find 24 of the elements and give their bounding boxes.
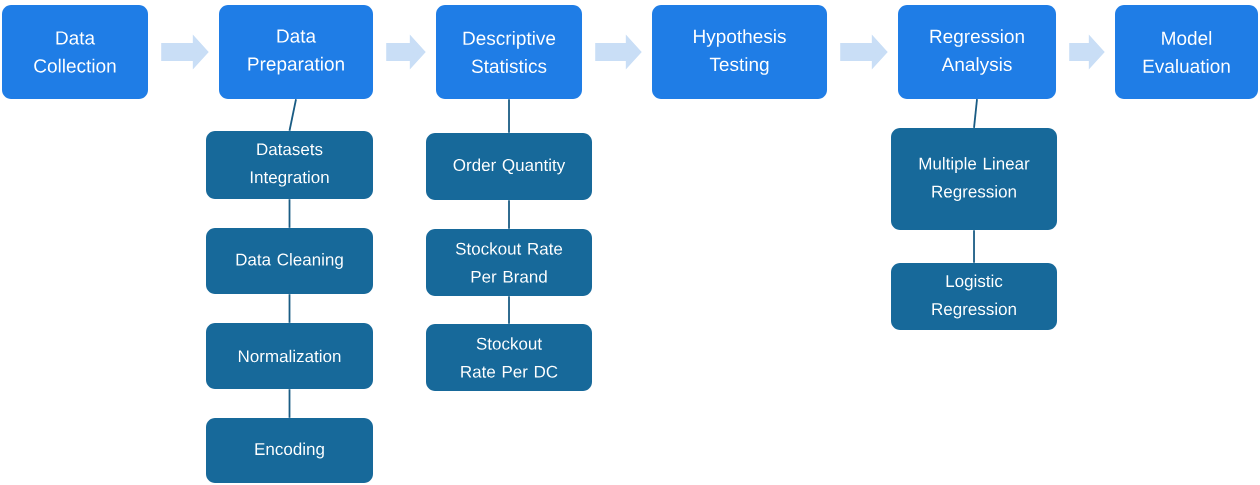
substep-box: Stockout Rate Per Brand	[426, 229, 592, 296]
step-box: Descriptive Statistics	[436, 5, 582, 99]
connector-line	[288, 293, 291, 324]
connector-line	[508, 199, 510, 230]
connector-line	[288, 198, 291, 229]
substep-box: Data Cleaning	[206, 228, 373, 294]
substep-box: Multiple Linear Regression	[891, 128, 1057, 230]
step-box: Model Evaluation	[1115, 5, 1258, 99]
connector-line	[288, 98, 297, 132]
connector-line	[973, 98, 978, 129]
substep-box: Datasets Integration	[206, 131, 373, 199]
substep-box: Logistic Regression	[891, 263, 1057, 330]
substep-box: Normalization	[206, 323, 373, 389]
substep-box: Order Quantity	[426, 133, 592, 200]
substep-box: Stockout Rate Per DC	[426, 324, 592, 391]
step-box: Regression Analysis	[898, 5, 1056, 99]
substep-box: Encoding	[206, 418, 373, 483]
step-box: Data Preparation	[219, 5, 373, 99]
connector-line	[508, 295, 510, 325]
connector-line	[288, 388, 291, 419]
step-box: Data Collection	[2, 5, 148, 99]
connector-line	[508, 98, 510, 134]
connector-line	[973, 229, 975, 264]
step-box: Hypothesis Testing	[652, 5, 827, 99]
